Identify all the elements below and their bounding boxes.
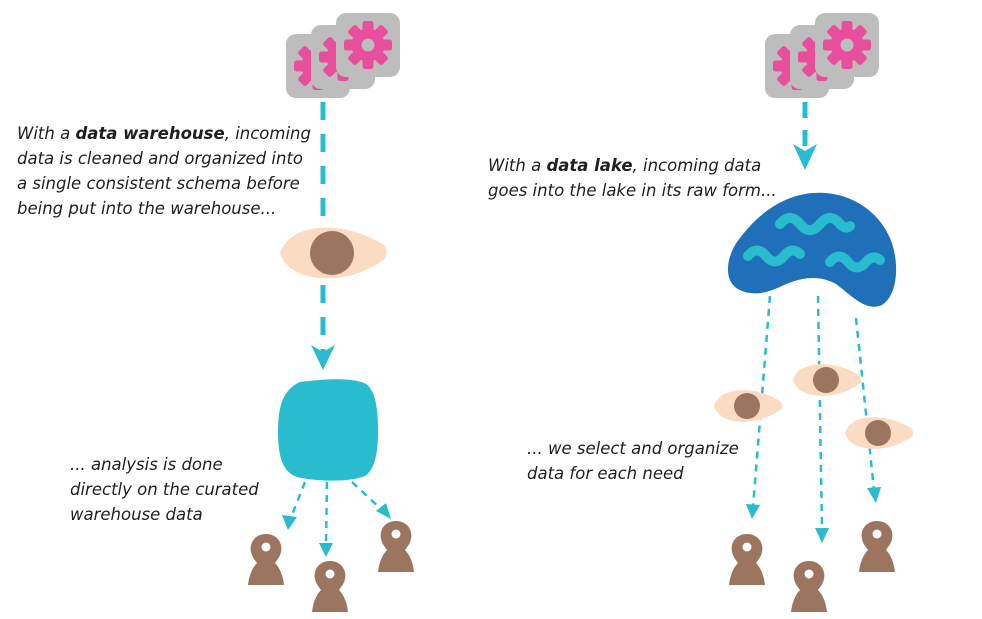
eye-shaped-filter-icon [714, 390, 783, 422]
arrow-head-icon [815, 528, 829, 543]
eye-shaped-filter-icon [280, 227, 387, 279]
lake-sources [765, 13, 879, 98]
warehouse-sources [286, 13, 400, 98]
lake-waves [743, 213, 885, 273]
person-pin-icon [312, 561, 348, 612]
arrow-head-icon [793, 144, 817, 170]
eye-shaped-filter-icon [845, 417, 914, 449]
eye-shaped-filter-icon [793, 364, 862, 396]
lake-blob-icon [727, 192, 897, 307]
select-caption: ... we select and organize data for each… [527, 439, 739, 483]
person-pin-icon [248, 534, 284, 585]
arrow-head-icon [282, 515, 297, 530]
gear-icon [336, 13, 400, 77]
warehouse-caption-post: , incoming data is cleaned and organized… [17, 124, 311, 218]
person-pin-icon [729, 534, 765, 585]
arrow-head-icon [867, 487, 881, 503]
rounded-square-warehouse-icon [278, 379, 378, 481]
lake-caption: With a data lake, incoming data goes int… [488, 153, 788, 203]
lake-caption-pre: With a [488, 156, 547, 175]
gear-icon [815, 13, 879, 77]
warehouse-caption: With a data warehouse, incoming data is … [17, 121, 317, 221]
warehouse-output-arrows [288, 481, 383, 546]
analysis-caption: ... analysis is done directly on the cur… [70, 455, 259, 524]
warehouse-caption-bold: data warehouse [75, 124, 225, 143]
arrow-head-icon [746, 504, 760, 519]
lake-caption-post: , incoming data goes into the lake in it… [488, 156, 777, 200]
warehouse-caption-pre: With a [17, 124, 76, 143]
arrow-head-icon [311, 345, 335, 370]
person-pin-icon [791, 561, 827, 612]
arrow-head-icon [376, 503, 391, 519]
person-pin-icon [859, 521, 895, 572]
person-pin-icon [378, 521, 414, 572]
lake-caption-bold: data lake [546, 156, 633, 175]
arrow-head-icon [319, 543, 333, 557]
